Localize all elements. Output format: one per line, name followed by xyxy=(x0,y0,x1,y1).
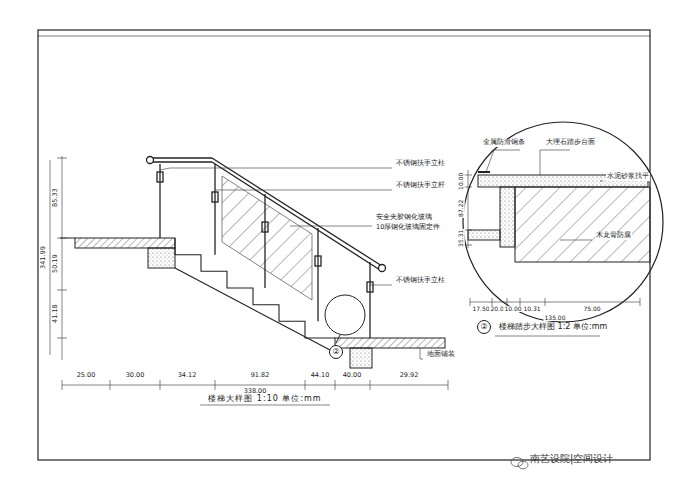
material-callout: 10厚钢化玻璃固定件 xyxy=(375,224,441,231)
material-callout: 不锈钢扶手立杆 xyxy=(395,182,446,189)
dimension-text: 10.31 xyxy=(522,306,541,313)
handrail xyxy=(147,157,386,339)
material-callout: 金属防滑铜条 xyxy=(482,139,526,146)
dimension-text: 135.00 xyxy=(544,315,567,322)
callout-number: ② xyxy=(480,323,487,331)
dimension-text: 29.92 xyxy=(399,372,420,379)
title-underline xyxy=(200,405,330,406)
material-callout: 大理石踏步台面 xyxy=(545,139,596,146)
dimension-text: 10.00 xyxy=(503,306,522,313)
dimension-text: 44.10 xyxy=(310,372,331,379)
dimension-text: 75.00 xyxy=(582,306,601,313)
watermark-icon xyxy=(511,458,528,469)
material-callout: 水泥砂浆找平 xyxy=(606,173,650,180)
dimension-text: 17.50 xyxy=(471,306,490,313)
dimension-lines xyxy=(50,156,448,390)
dimension-text: 41.18 xyxy=(52,304,59,325)
dimension-text: 341.99 xyxy=(40,246,47,271)
sheet-frame xyxy=(38,30,650,460)
leader-lines xyxy=(160,168,423,359)
detail-callout-bubble: ② xyxy=(329,345,343,359)
material-callout: 地面铺装 xyxy=(426,351,456,358)
dimension-text: 85.33 xyxy=(52,188,59,209)
material-callout: 不锈钢扶手立柱 xyxy=(395,160,446,167)
detail-callout-bubble: ② xyxy=(477,320,491,334)
glass-panel xyxy=(222,176,312,300)
dimension-text: 10.00 xyxy=(458,171,465,190)
detail-marker xyxy=(325,295,365,343)
drawing-title: 楼梯大样图 1:10 单位:mm xyxy=(207,395,322,404)
upper-floor-slab xyxy=(60,238,175,268)
material-callout: 安全夹胶钢化玻璃 xyxy=(375,214,433,221)
material-callout: 木龙骨防腐 xyxy=(595,232,632,239)
watermark: 南艺设院|空间设计 xyxy=(529,453,614,464)
dimension-text: 50.19 xyxy=(52,254,59,275)
dimension-text: 91.82 xyxy=(250,372,271,379)
callout-number: ② xyxy=(332,348,339,356)
dimension-text: 87.22 xyxy=(458,198,465,217)
dimension-text: 34.12 xyxy=(177,372,198,379)
dimension-text: 40.00 xyxy=(342,372,363,379)
dimension-text: 30.00 xyxy=(125,372,146,379)
dimension-text: 25.00 xyxy=(76,372,97,379)
dimension-text: 35.31 xyxy=(458,228,465,247)
detail-title: 楼梯踏步大样图 1:2 单位:mm xyxy=(498,323,608,332)
material-callout: 不锈钢扶手立柱 xyxy=(395,277,446,284)
zoom-detail xyxy=(463,122,663,322)
